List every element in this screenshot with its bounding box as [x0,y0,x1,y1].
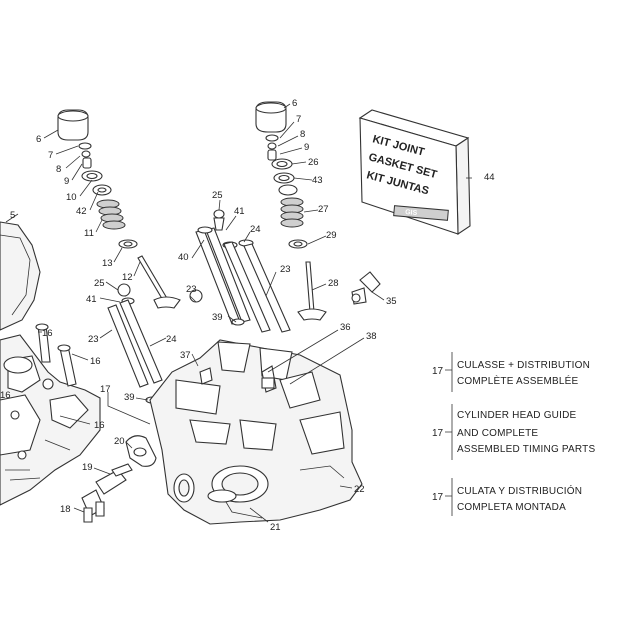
legend-line: COMPLÈTE ASSEMBLÉE [457,374,579,387]
callout-6: 6 [292,98,297,109]
callout-20: 20 [114,436,125,447]
right-valve-train-stack [255,101,381,321]
callout-17: 17 [100,384,111,395]
callout-43: 43 [312,175,323,186]
callout-37: 37 [180,350,191,361]
callout-21: 21 [270,522,281,533]
legend-number: 17 [432,492,444,503]
legend-line: CYLINDER HEAD GUIDE [457,410,577,421]
callout-41: 41 [86,294,97,305]
callout-16: 16 [94,420,105,431]
callout-7: 7 [296,114,301,125]
callout-28: 28 [328,278,339,289]
callout-18: 18 [60,504,71,515]
callout-16: 16 [90,356,101,367]
callout-22: 22 [354,484,365,495]
legend: 17 CULASSE + DISTRIBUTION COMPLÈTE ASSEM… [432,352,595,516]
callout-42: 42 [76,206,87,217]
callout-9: 9 [64,176,69,187]
callout-24: 24 [250,224,261,235]
central-valve-train [189,209,291,333]
legend-line: CULATA Y DISTRIBUCIÓN [457,484,582,497]
left-cylinder-head [0,334,101,506]
callout-44: 44 [484,172,495,183]
callout-6: 6 [36,134,41,145]
timing-tensioner [81,435,157,523]
legend-number: 17 [432,366,444,377]
callout-36: 36 [340,322,351,333]
callout-35: 35 [386,296,397,307]
gasket-kit-brand: GIS [405,209,418,217]
callout-39: 39 [124,392,135,403]
callout-41: 41 [234,206,245,217]
callout-numbers: 6 7 8 9 10 42 11 13 12 25 41 23 24 37 39… [0,98,495,533]
callout-16: 16 [0,390,11,401]
callout-25: 25 [94,278,105,289]
callout-8: 8 [56,164,61,175]
legend-entry-en: 17 CYLINDER HEAD GUIDE AND COMPLETE ASSE… [432,404,595,460]
callout-10: 10 [66,192,77,203]
leader-lines [5,103,472,523]
callout-8: 8 [300,129,305,140]
callout-5: 5 [10,210,15,221]
gasket-kit-box [358,109,471,236]
callout-7: 7 [48,150,53,161]
callout-13: 13 [102,258,113,269]
callout-27: 27 [318,204,329,215]
callout-40: 40 [178,252,189,263]
legend-entry-es: 17 CULATA Y DISTRIBUCIÓN COMPLETA MONTAD… [432,478,582,516]
legend-line: AND COMPLETE [457,428,538,439]
callout-38: 38 [366,331,377,342]
callout-23: 23 [88,334,99,345]
callout-23: 23 [186,284,197,295]
central-cylinder-head [149,339,363,525]
legend-line: CULASSE + DISTRIBUTION [457,360,590,371]
callout-23: 23 [280,264,291,275]
legend-number: 17 [432,428,444,439]
callout-11: 11 [84,228,94,239]
callout-29: 29 [326,230,337,241]
legend-line: ASSEMBLED TIMING PARTS [457,444,595,455]
callout-25: 25 [212,190,223,201]
left-valve-train-stack [35,109,209,404]
legend-line: COMPLETA MONTADA [457,502,566,513]
callout-16: 16 [42,328,53,339]
callout-24: 24 [166,334,177,345]
callout-39: 39 [212,312,223,323]
legend-entry-fr: 17 CULASSE + DISTRIBUTION COMPLÈTE ASSEM… [432,352,590,392]
callout-19: 19 [82,462,93,473]
cylinder-head-cover [0,221,41,331]
callout-26: 26 [308,157,319,168]
callout-12: 12 [122,272,133,283]
callout-9: 9 [304,142,309,153]
